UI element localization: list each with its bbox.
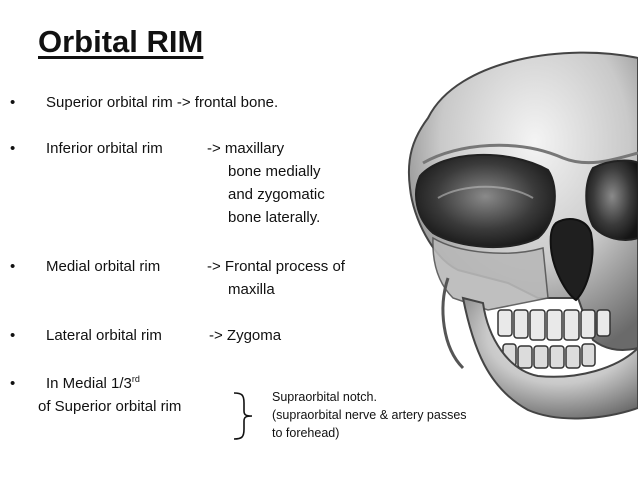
bullet-inferior-continuation: and zygomatic — [228, 186, 325, 203]
bullet-medial-label: Medial orbital rim — [46, 258, 161, 275]
bullet-inferior-arrow: -> maxillary — [207, 140, 285, 157]
bullet-medial-continuation: maxilla — [228, 281, 275, 298]
bullet-lateral-label: Lateral orbital rim — [46, 327, 162, 344]
bullet-marker: • — [10, 140, 16, 157]
bullet-inferior-continuation: bone laterally. — [228, 209, 321, 226]
bullet-inferior-continuation: bone medially — [228, 163, 321, 180]
slide-title: Orbital RIM — [38, 24, 204, 59]
bullet-marker: • — [10, 94, 16, 111]
bullet-inferior-label: Inferior orbital rim — [46, 140, 163, 157]
bullet-notch-label: In Medial 1/3rd — [46, 375, 140, 393]
note-line: (supraorbital nerve & artery passes — [272, 408, 467, 422]
bullet-notch-prefix: In Medial 1/3 — [46, 375, 132, 392]
bullet-notch-line2: of Superior orbital rim — [38, 398, 182, 415]
bullet-lateral-arrow: -> Zygoma — [209, 327, 282, 344]
bullet-marker: • — [10, 258, 16, 275]
bullet-notch-superscript: rd — [131, 374, 140, 384]
bullet-marker: • — [10, 327, 16, 344]
bullet-superior-text: Superior orbital rim -> frontal bone. — [46, 94, 279, 111]
note-line: to forehead) — [272, 426, 340, 440]
brace-symbol — [233, 392, 253, 440]
skull-illustration — [407, 51, 638, 420]
bullet-marker: • — [10, 375, 16, 392]
note-line: Supraorbital notch. — [272, 390, 377, 404]
bullet-medial-arrow: -> Frontal process of — [207, 258, 345, 275]
